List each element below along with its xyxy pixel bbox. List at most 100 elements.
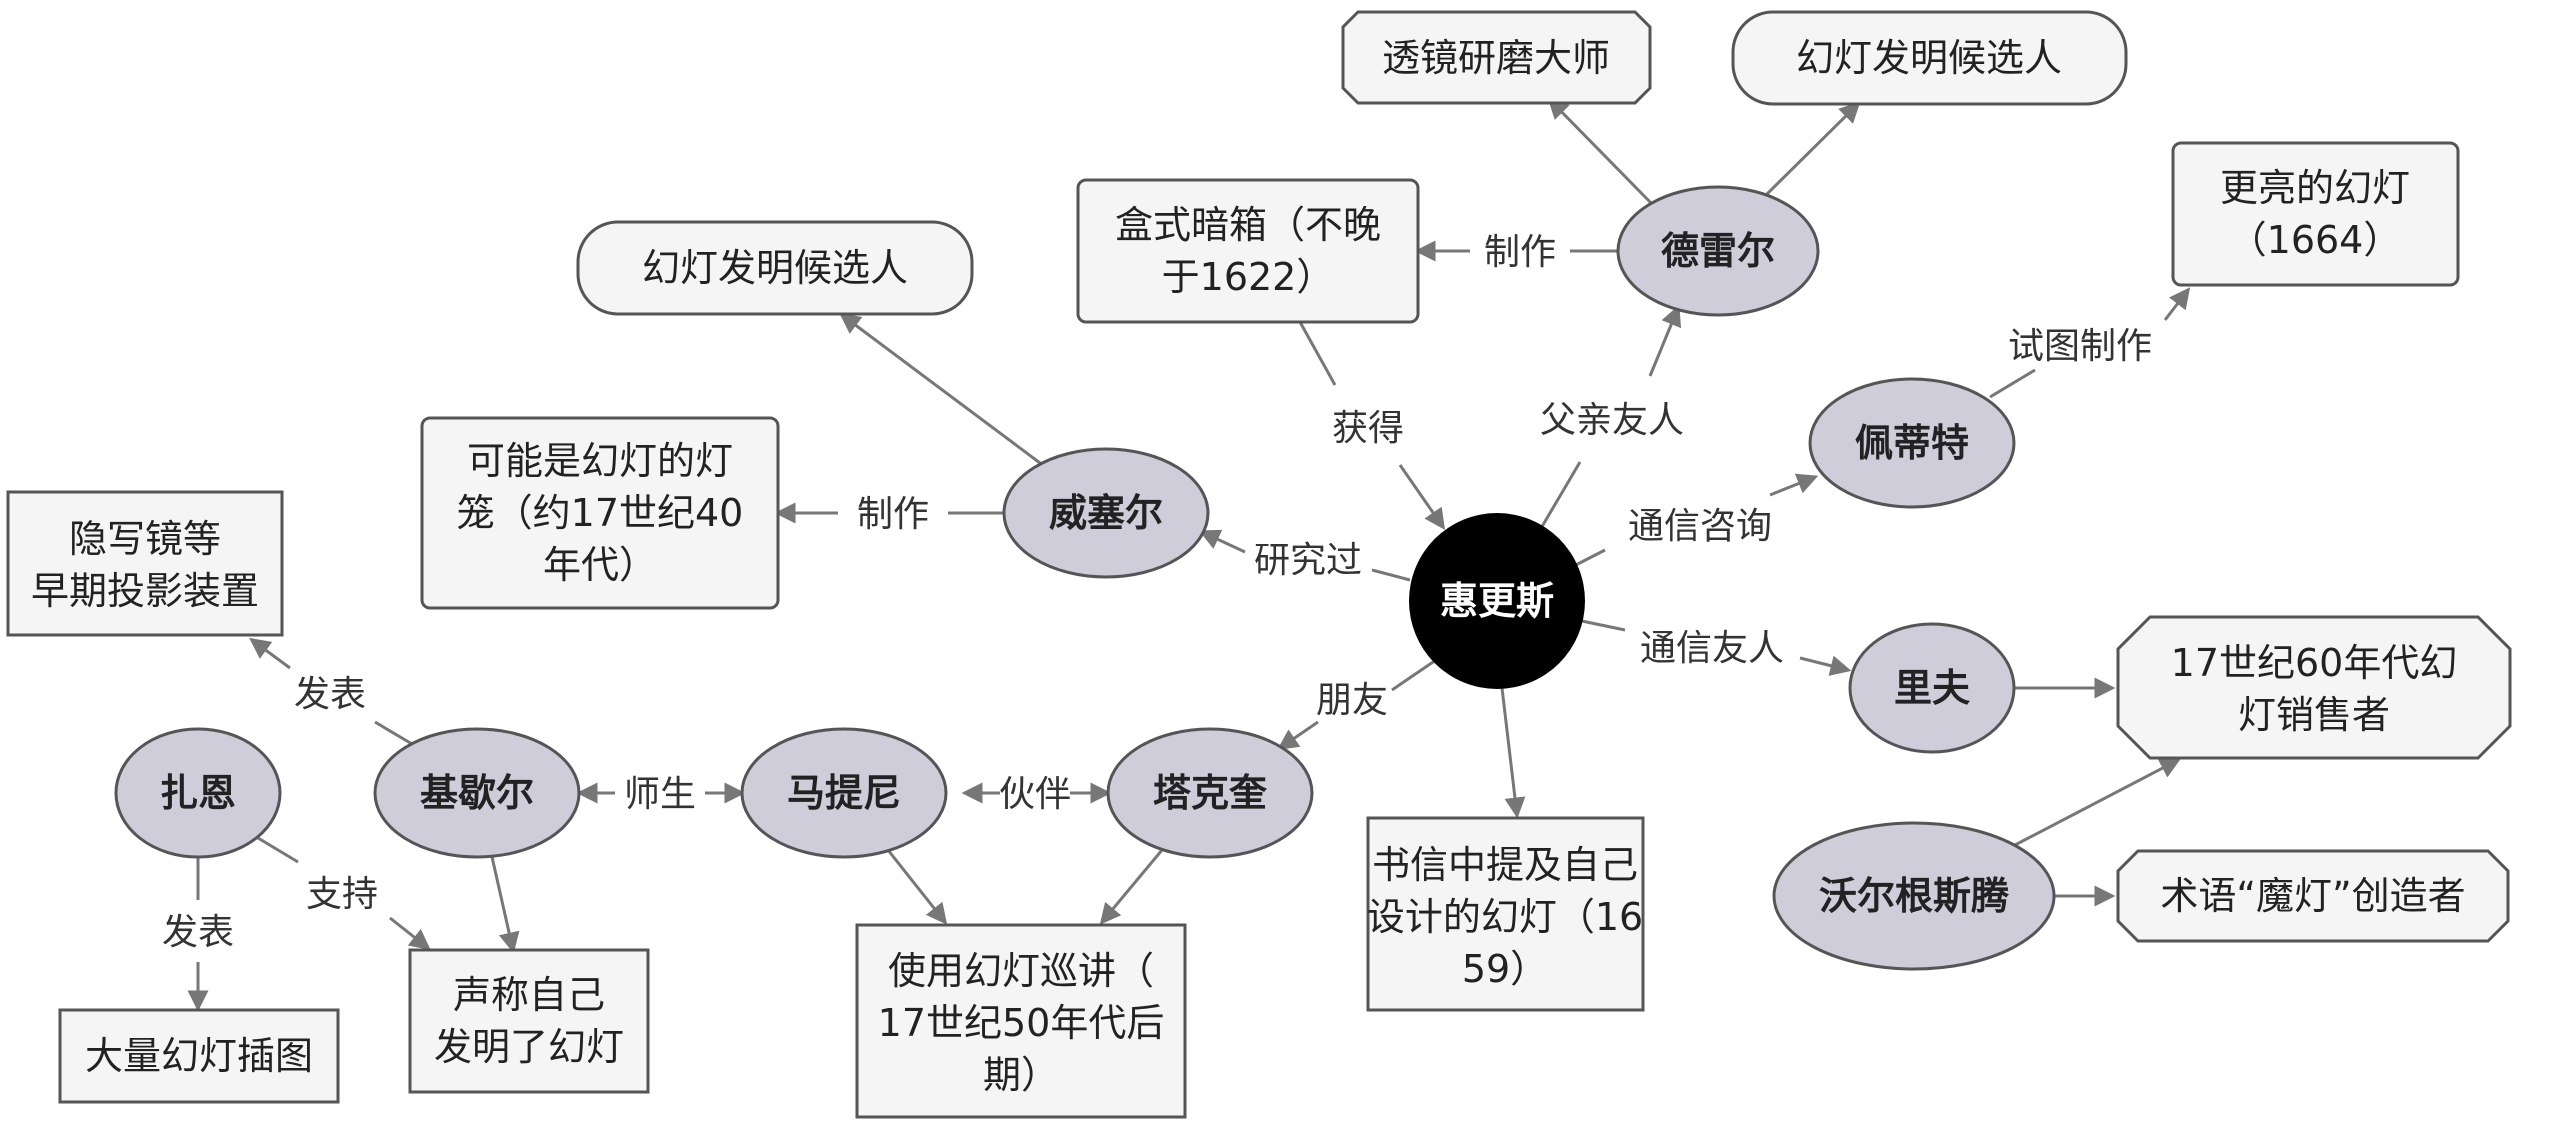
node-lens-master-line1: 透镜研磨大师 [1382, 36, 1610, 80]
edge-taquet-huygens [1391, 658, 1437, 692]
edge-huygens-wiesel [1371, 568, 1411, 582]
node-many-illustrations: 大量幻灯插图 [58, 1008, 340, 1104]
node-box-camera-line1: 盒式暗箱（不晚 [1115, 203, 1381, 247]
node-lens-master: 透镜研磨大师 [1341, 10, 1652, 105]
node-steganography-line1: 隐写镜等 [69, 517, 221, 561]
node-wiesel-candidate-line1: 幻灯发明候选人 [642, 246, 908, 290]
node-deller: 德雷尔 [1616, 185, 1820, 317]
node-letter-design-line2: 设计的幻灯（16 [1367, 895, 1643, 939]
edge-label-friend: 朋友 [1316, 680, 1388, 721]
edge-taquet-tour [1099, 849, 1164, 925]
node-lecture-tour: 使用幻灯巡讲（ 17世纪50年代后 期） [855, 923, 1187, 1119]
edge-taquet-huygens-b [1277, 720, 1319, 750]
node-brighter-lantern: 更亮的幻灯 （1664） [2171, 141, 2460, 287]
edge-zahn-claimed [257, 836, 299, 864]
node-lecture-tour-line1: 使用幻灯巡讲（ [888, 949, 1154, 993]
node-lantern-seller-line1: 17世纪60年代幻 [2171, 641, 2458, 685]
node-magic-lantern-term: 术语“魔灯”创造者 [2116, 849, 2510, 943]
fact-nodes: 透镜研磨大师 幻灯发明候选人 盒式暗箱（不晚 于1622） 幻灯发明候选人 可能… [6, 10, 2512, 1119]
node-huygens-label: 惠更斯 [1440, 579, 1554, 623]
person-nodes: 德雷尔 威塞尔 佩蒂特 里夫 沃尔根斯腾 塔克奎 马提尼 基歇尔 [114, 185, 2056, 971]
edge-label-support: 支持 [306, 874, 378, 915]
edge-huygens-deller-b [1648, 304, 1682, 377]
node-wiesel: 威塞尔 [1002, 447, 1210, 579]
edge-label-obtained: 获得 [1332, 408, 1404, 449]
node-martini-label: 马提尼 [787, 771, 901, 815]
node-claimed-invention-line1: 声称自己 [453, 973, 605, 1017]
edges [187, 97, 2191, 1012]
edge-label-deller-made: 制作 [1484, 232, 1556, 273]
edge-deller-lens-master [1547, 97, 1654, 206]
node-magic-lantern-term-line1: 术语“魔灯”创造者 [2160, 874, 2465, 918]
node-brighter-lantern-line1: 更亮的幻灯 [2220, 166, 2410, 210]
edge-huygens-reeves [1576, 618, 1626, 632]
node-walgensten: 沃尔根斯腾 [1772, 821, 2056, 971]
edge-box-huygens-b [1398, 464, 1445, 530]
edge-labels: 制作 父亲友人 获得 试图制作 通信咨询 研究过 制作 通信友人 朋友 伙伴 师… [162, 232, 2152, 953]
node-deller-candidate-line1: 幻灯发明候选人 [1796, 36, 2062, 80]
edge-huygens-reeves-b [1799, 655, 1852, 676]
node-lecture-tour-line2: 17世纪50年代后 [878, 1001, 1165, 1045]
edge-huygens-deller [1538, 461, 1582, 531]
node-lantern-seller-line2: 灯销售者 [2238, 693, 2390, 737]
edge-label-partner: 伙伴 [999, 774, 1071, 815]
edge-wiesel-candidate [839, 312, 1041, 465]
node-letter-design-line1: 书信中提及自己 [1372, 843, 1638, 887]
node-petit: 佩蒂特 [1808, 377, 2016, 509]
edge-huygens-wiesel-b [1198, 529, 1246, 554]
node-lantern-housing-line3: 年代） [543, 543, 657, 587]
node-claimed-invention: 声称自己 发明了幻灯 [408, 948, 650, 1094]
node-kircher: 基歇尔 [373, 727, 581, 859]
edge-martini-tour [886, 849, 948, 925]
node-taquet-label: 塔克奎 [1153, 771, 1268, 815]
node-deller-candidate: 幻灯发明候选人 [1731, 10, 2128, 106]
node-zahn-label: 扎恩 [160, 771, 236, 815]
edge-label-studied: 研究过 [1254, 540, 1362, 581]
node-letter-design: 书信中提及自己 设计的幻灯（16 59） [1366, 816, 1645, 1012]
node-zahn: 扎恩 [114, 727, 282, 859]
edge-label-consulted: 通信咨询 [1628, 506, 1772, 547]
edge-label-kircher-published: 发表 [294, 674, 366, 715]
edge-label-teacher-student: 师生 [624, 774, 696, 815]
edge-huygens-petit-b [1769, 473, 1819, 497]
node-martini: 马提尼 [740, 727, 948, 859]
node-lantern-housing-line1: 可能是幻灯的灯 [467, 439, 733, 483]
edge-zahn-claimed-b [389, 916, 431, 951]
node-lantern-housing-line2: 笼（约17世纪40 [457, 491, 744, 535]
node-wiesel-candidate: 幻灯发明候选人 [576, 220, 974, 316]
edge-kircher-steg [374, 720, 413, 746]
node-petit-label: 佩蒂特 [1855, 421, 1969, 465]
node-letter-design-line3: 59） [1462, 947, 1548, 991]
node-walgensten-label: 沃尔根斯腾 [1819, 874, 2010, 918]
node-lantern-housing: 可能是幻灯的灯 笼（约17世纪40 年代） [420, 416, 780, 610]
edge-huygens-letter [1500, 687, 1526, 819]
edge-petit-brighter-b [2163, 287, 2191, 321]
node-reeves-label: 里夫 [1894, 666, 1970, 710]
node-claimed-invention-line2: 发明了幻灯 [434, 1025, 624, 1069]
node-taquet: 塔克奎 [1106, 727, 1314, 859]
node-steganography: 隐写镜等 早期投影装置 [6, 490, 284, 637]
edge-petit-brighter [1989, 368, 2036, 399]
node-deller-label: 德雷尔 [1661, 229, 1775, 273]
edge-deller-candidate [1763, 101, 1861, 198]
node-reeves: 里夫 [1848, 622, 2016, 754]
edge-label-wiesel-made: 制作 [857, 494, 929, 535]
node-brighter-lantern-line2: （1664） [2229, 218, 2402, 262]
edge-label-zahn-published: 发表 [162, 912, 234, 953]
node-lecture-tour-line3: 期） [983, 1053, 1059, 1097]
node-huygens: 惠更斯 [1409, 513, 1585, 689]
edge-label-corresp-friend: 通信友人 [1640, 628, 1784, 669]
node-wiesel-label: 威塞尔 [1049, 491, 1163, 535]
edge-box-huygens [1298, 321, 1337, 386]
node-lantern-seller: 17世纪60年代幻 灯销售者 [2116, 615, 2512, 760]
edge-kircher-steg-b [249, 637, 291, 670]
node-box-camera-line2: 于1622） [1162, 255, 1335, 299]
edge-walgensten-seller [2014, 758, 2182, 847]
edge-kircher-claimed [488, 847, 520, 954]
edge-label-father-friend: 父亲友人 [1540, 400, 1684, 441]
node-box-camera: 盒式暗箱（不晚 于1622） [1076, 178, 1420, 324]
node-many-illustrations-line1: 大量幻灯插图 [85, 1034, 313, 1078]
node-steganography-line2: 早期投影装置 [31, 569, 259, 613]
edge-label-tried: 试图制作 [2008, 326, 2152, 367]
